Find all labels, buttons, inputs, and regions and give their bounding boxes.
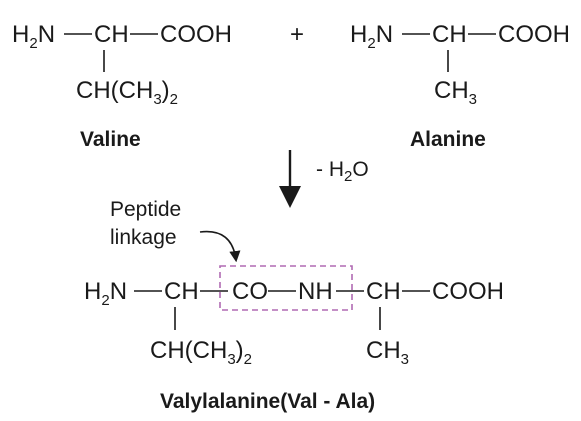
alanine-side-chain: CH3 bbox=[434, 77, 477, 108]
product-side-chain-2: CH3 bbox=[366, 337, 409, 368]
alanine-alpha-carbon: CH bbox=[432, 21, 467, 48]
valine-name: Valine bbox=[80, 128, 141, 151]
alanine-structure: H2N CH COOH CH3 Alanine bbox=[350, 21, 570, 151]
water-loss-label: - H2O bbox=[316, 158, 369, 185]
valylalanine-structure: H2N CH CO NH CH COOH CH(CH3)2 CH3 Valyla… bbox=[84, 265, 504, 413]
alanine-carboxyl-group: COOH bbox=[498, 21, 570, 48]
peptide-label-line1: Peptide bbox=[110, 198, 181, 221]
product-name: Valylalanine(Val - Ala) bbox=[160, 390, 375, 413]
product-alpha-carbon-1: CH bbox=[164, 278, 199, 305]
down-arrow-icon bbox=[279, 186, 301, 208]
peptide-label-line2: linkage bbox=[110, 226, 177, 249]
valine-amino-group: H2N bbox=[12, 21, 55, 52]
product-alpha-carbon-2: CH bbox=[366, 278, 401, 305]
product-side-chain-1: CH(CH3)2 bbox=[150, 337, 252, 368]
reaction-arrow bbox=[279, 150, 301, 208]
product-amide-nh: NH bbox=[298, 278, 333, 305]
peptide-linkage-box bbox=[219, 265, 353, 311]
product-carboxyl-group: COOH bbox=[432, 278, 504, 305]
product-carbonyl: CO bbox=[232, 278, 268, 305]
valine-side-chain: CH(CH3)2 bbox=[76, 77, 178, 108]
plus-sign: + bbox=[290, 21, 304, 48]
curved-arrow-icon bbox=[199, 230, 241, 263]
valine-carboxyl-group: COOH bbox=[160, 21, 232, 48]
alanine-name: Alanine bbox=[410, 128, 486, 151]
valine-structure: H2N CH COOH CH(CH3)2 Valine bbox=[12, 21, 232, 151]
product-amino-group: H2N bbox=[84, 278, 127, 309]
valine-alpha-carbon: CH bbox=[94, 21, 129, 48]
alanine-amino-group: H2N bbox=[350, 21, 393, 52]
